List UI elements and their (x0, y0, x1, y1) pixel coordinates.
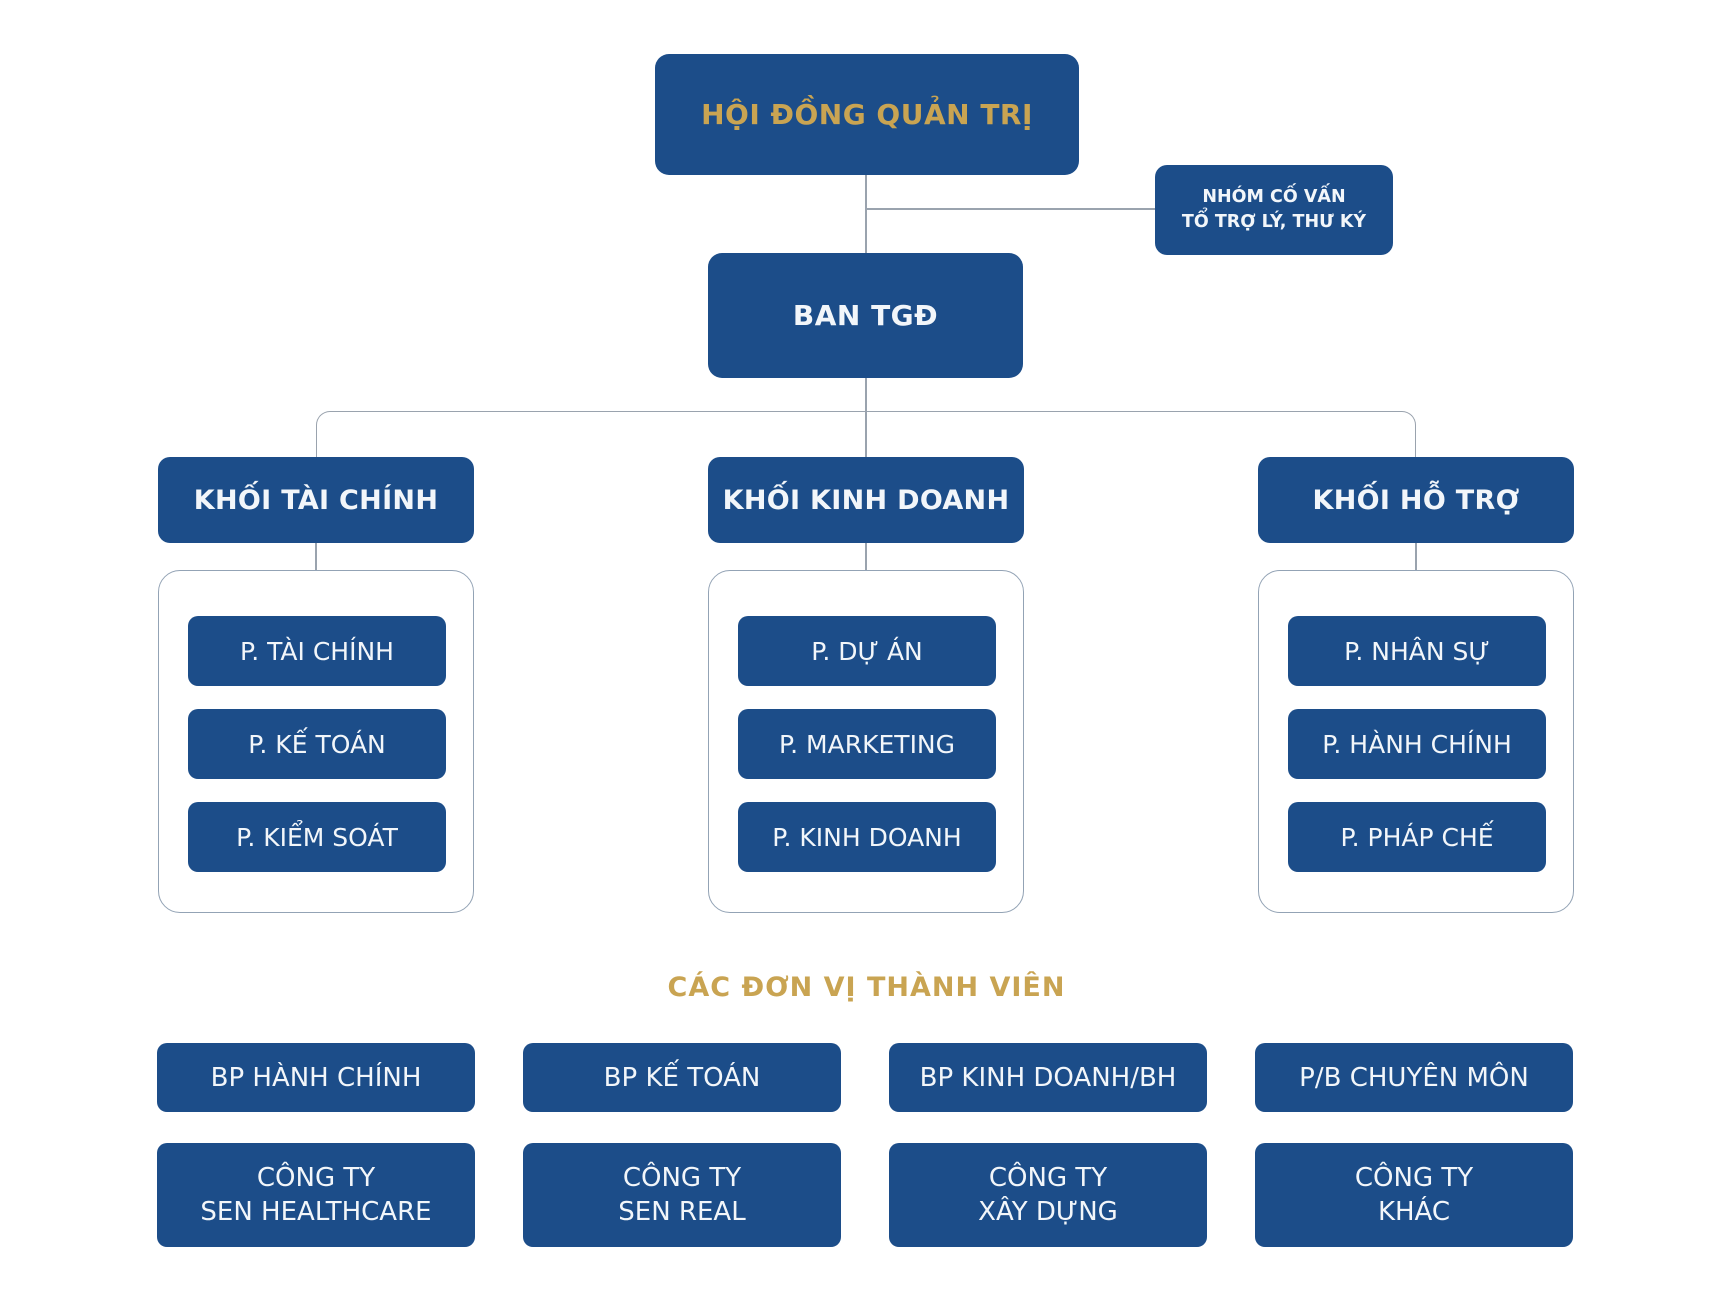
unit-box: BP KẾ TOÁN (523, 1043, 841, 1112)
connector-branch-left (316, 411, 865, 457)
department-box: P. TÀI CHÍNH (188, 616, 446, 686)
connector-division-support (1415, 543, 1417, 570)
department-box: P. KIỂM SOÁT (188, 802, 446, 872)
department-box: P. KẾ TOÁN (188, 709, 446, 779)
unit-box: P/B CHUYÊN MÔN (1255, 1043, 1573, 1112)
unit-box: BP KINH DOANH/BH (889, 1043, 1207, 1112)
department-box: P. PHÁP CHẾ (1288, 802, 1546, 872)
department-box: P. HÀNH CHÍNH (1288, 709, 1546, 779)
department-box: P. KINH DOANH (738, 802, 996, 872)
unit-box: BP HÀNH CHÍNH (157, 1043, 475, 1112)
connector-division-finance (315, 543, 317, 570)
board-label: HỘI ĐỒNG QUẢN TRỊ (701, 98, 1033, 131)
department-box: P. DỰ ÁN (738, 616, 996, 686)
department-box: P. NHÂN SỰ (1288, 616, 1546, 686)
department-box: P. MARKETING (738, 709, 996, 779)
division-container-business: P. DỰ ÁN P. MARKETING P. KINH DOANH (708, 570, 1024, 913)
connector-board-ceo (865, 175, 867, 253)
ceo-box: BAN TGĐ (708, 253, 1023, 378)
division-header-finance: KHỐI TÀI CHÍNH (158, 457, 474, 543)
ceo-label: BAN TGĐ (792, 299, 939, 332)
division-container-support: P. NHÂN SỰ P. HÀNH CHÍNH P. PHÁP CHẾ (1258, 570, 1574, 913)
division-container-finance: P. TÀI CHÍNH P. KẾ TOÁN P. KIỂM SOÁT (158, 570, 474, 913)
division-header-support: KHỐI HỖ TRỢ (1258, 457, 1574, 543)
members-section-title: CÁC ĐƠN VỊ THÀNH VIÊN (667, 972, 1066, 1003)
connector-division-business (865, 543, 867, 570)
board-box: HỘI ĐỒNG QUẢN TRỊ (655, 54, 1079, 175)
connector-branch-right (865, 411, 1416, 457)
advisor-label: NHÓM CỐ VẤN TỔ TRỢ LÝ, THƯ KÝ (1181, 186, 1367, 232)
division-header-business: KHỐI KINH DOANH (708, 457, 1024, 543)
advisor-box: NHÓM CỐ VẤN TỔ TRỢ LÝ, THƯ KÝ (1155, 165, 1393, 255)
connector-advisor (866, 208, 1155, 210)
